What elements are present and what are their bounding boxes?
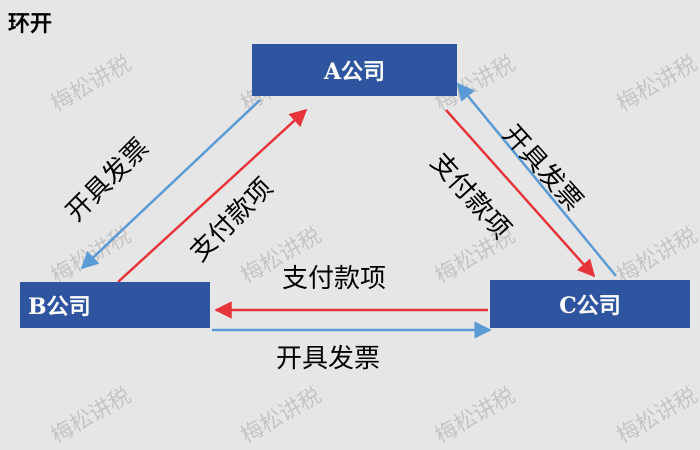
node-label: C公司 xyxy=(559,293,621,319)
node-company-c: C公司 xyxy=(490,280,690,328)
node-company-b: B公司 xyxy=(20,282,210,328)
diagram-canvas: 环开 梅松讲税 梅松讲税 梅松讲税 梅松讲税 梅松讲税 梅松讲税 梅松讲税 梅松… xyxy=(8,12,700,449)
node-company-a: A公司 xyxy=(252,44,457,96)
node-label: A公司 xyxy=(323,59,386,85)
diagram-title: 环开 xyxy=(8,12,53,37)
arrows-layer xyxy=(80,82,617,339)
label-bottom-invoice: 开具发票 xyxy=(276,344,381,374)
label-bottom-payment: 支付款项 xyxy=(282,264,387,294)
node-label: B公司 xyxy=(28,294,91,320)
arrow-a-to-c-payment xyxy=(445,109,596,278)
arrow-a-to-b-invoice xyxy=(80,99,261,270)
arrow-c-to-a-invoice xyxy=(456,82,617,277)
arrow-b-to-a-payment xyxy=(117,108,308,283)
